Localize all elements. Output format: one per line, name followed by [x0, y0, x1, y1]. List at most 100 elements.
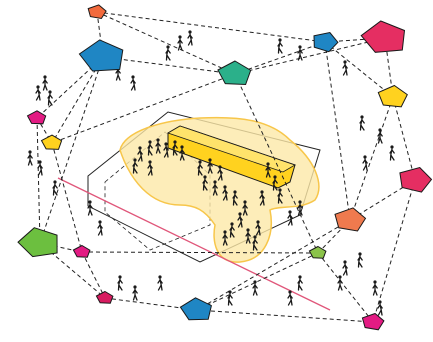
edge-n1-n4 [96, 11, 326, 43]
node-n10 [17, 227, 58, 258]
person-figure [137, 146, 143, 162]
people-layer [27, 30, 395, 316]
person-figure [165, 45, 171, 61]
edge-n6-n11 [349, 96, 394, 221]
edge-n3-n8 [51, 73, 236, 144]
person-figure [337, 275, 343, 291]
person-figure [37, 160, 43, 176]
edge-n3-n4 [234, 41, 326, 75]
activity-zone [119, 116, 320, 263]
person-figure [252, 235, 258, 251]
node-n8 [40, 134, 63, 150]
person-figure [130, 75, 136, 91]
node-n16 [361, 312, 385, 331]
person-figure [377, 128, 383, 144]
central-building-top [167, 125, 296, 173]
edge-n1-n3 [96, 11, 236, 75]
person-figure [47, 90, 53, 106]
node-n7 [26, 110, 47, 125]
edge-n7-n10 [36, 117, 41, 244]
pedestrian-path [57, 177, 331, 311]
edge-n9-n11 [349, 179, 416, 221]
node-n9 [399, 166, 433, 193]
person-figure [342, 60, 348, 76]
person-figure [117, 275, 123, 291]
edge-n3-n5 [234, 37, 386, 75]
node-n1 [87, 4, 107, 20]
edge-n6-n9 [392, 96, 416, 181]
person-figure [177, 35, 183, 51]
edge-n12-n14 [81, 251, 106, 299]
person-figure [179, 145, 185, 161]
person-figure [255, 220, 261, 236]
person-figure [232, 190, 238, 206]
person-figure [147, 160, 153, 176]
person-figure [27, 150, 33, 166]
node-n14 [95, 290, 114, 304]
person-figure [277, 38, 283, 54]
person-figure [187, 30, 193, 46]
edge-n11-n15 [196, 219, 351, 311]
person-figure [147, 140, 153, 156]
node-n2 [78, 39, 124, 72]
person-figure [287, 290, 293, 306]
person-figure [297, 45, 303, 61]
person-figure [357, 252, 363, 268]
person-figure [259, 190, 265, 206]
person-figure [389, 145, 395, 161]
person-figure [229, 222, 235, 238]
person-figure [297, 275, 303, 291]
person-figure [237, 212, 243, 228]
person-figure [163, 142, 169, 158]
person-figure [132, 158, 138, 174]
edge-n9-n16 [372, 179, 416, 323]
edge-n4-n6 [324, 41, 394, 98]
person-figure [157, 275, 163, 291]
edge-n3-n13 [234, 73, 319, 254]
person-figure [132, 285, 138, 301]
person-figure [87, 200, 93, 216]
person-figure [35, 85, 41, 101]
edge-n13-n15 [196, 252, 319, 311]
person-figure [242, 200, 248, 216]
person-figure [377, 300, 383, 316]
person-figure [297, 200, 303, 216]
person-figure [172, 140, 178, 156]
node-n13 [308, 245, 327, 259]
person-figure [52, 180, 58, 196]
person-figure [222, 185, 228, 201]
person-figure [207, 158, 213, 174]
person-figure [272, 175, 278, 191]
node-n11 [334, 207, 367, 232]
edge-n2-n3 [102, 56, 236, 75]
person-figure [359, 115, 365, 131]
node-n6 [377, 84, 408, 108]
person-figure [202, 175, 208, 191]
person-figure [372, 280, 378, 296]
person-figure [245, 228, 251, 244]
person-figure [342, 260, 348, 276]
person-figure [97, 220, 103, 236]
edge-n2-n10 [39, 56, 104, 244]
person-figure [155, 138, 161, 154]
edge-n13-n16 [317, 252, 374, 323]
edge-n15-n16 [196, 309, 374, 323]
person-figure [252, 280, 258, 296]
edge-n8-n12 [51, 142, 83, 253]
node-n4 [313, 31, 339, 53]
person-figure [277, 188, 283, 204]
person-figure [42, 75, 48, 91]
person-figure [362, 155, 368, 171]
person-figure [217, 165, 223, 181]
node-n5 [360, 20, 406, 53]
node-n15 [179, 297, 212, 321]
person-figure [265, 162, 271, 178]
node-n3 [217, 60, 252, 86]
edge-n12-n13 [81, 251, 319, 254]
person-figure [222, 230, 228, 246]
person-figure [212, 180, 218, 196]
person-figure [227, 290, 233, 306]
person-figure [287, 210, 293, 226]
